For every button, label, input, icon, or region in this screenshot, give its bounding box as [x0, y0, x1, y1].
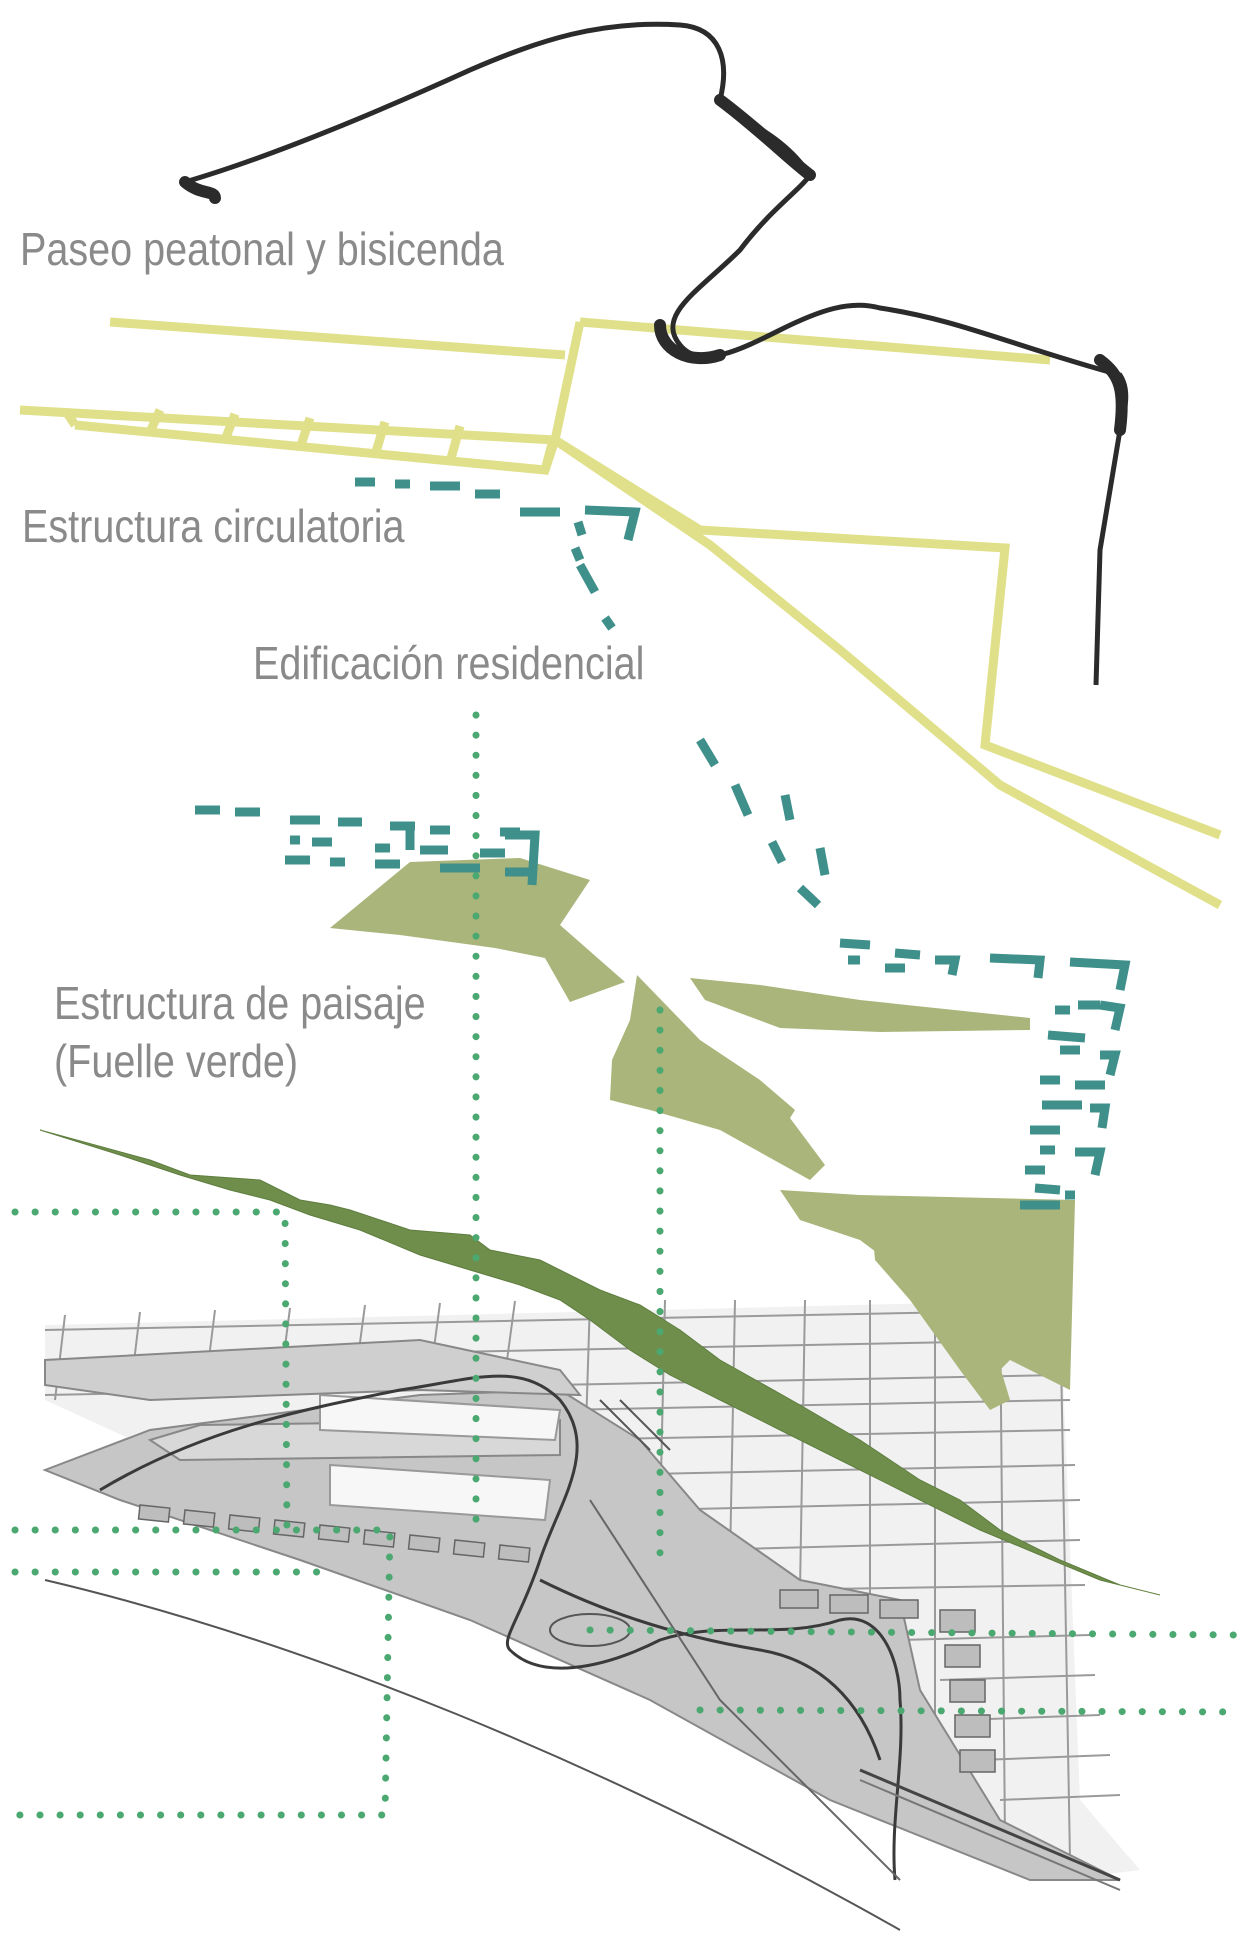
pedestrian-bike-path [184, 21, 1129, 686]
guide-right-upper [586, 1626, 1240, 1639]
dock-void-1 [319, 1393, 562, 1442]
right-side-buildings [779, 1589, 996, 1773]
guide-left-frame-mid [11, 1526, 394, 1819]
lower-avenue [19, 405, 556, 445]
label-fuelle-verde: (Fuelle verde) [54, 1035, 299, 1087]
pedestrian-bike-path-thick [179, 94, 1128, 436]
landscape-structure-layer [330, 858, 1075, 1410]
circulation-structure-layer [19, 317, 1223, 909]
main-spine [549, 321, 1222, 840]
upper-avenue [109, 317, 566, 360]
diagonal-boulevard [552, 436, 1223, 909]
landscape-patch-2 [690, 978, 1030, 1032]
base-urban-map [42, 1299, 1140, 1931]
label-estructura-paisaje: Estructura de paisaje [54, 977, 426, 1029]
label-estructura-circulatoria: Estructura circulatoria [22, 500, 405, 552]
green-belt-strip [39, 1129, 1161, 1596]
landscape-patch-5 [870, 1200, 1010, 1410]
landscape-patch-3 [610, 975, 825, 1180]
label-edificacion-residencial: Edificación residencial [253, 637, 645, 689]
rail-lines [44, 1374, 1121, 1931]
dock-void-2 [329, 1463, 552, 1522]
label-paseo-peatonal: Paseo peatonal y bisicenda [20, 223, 504, 275]
upper-strip [44, 1338, 583, 1402]
lower-left-buildings [137, 1504, 531, 1563]
residential-buildings-layer [195, 477, 1131, 1210]
upper-avenue-east [579, 317, 1051, 365]
dotted-guide-lines [11, 711, 1240, 1819]
landscape-patch-1 [330, 858, 625, 1002]
